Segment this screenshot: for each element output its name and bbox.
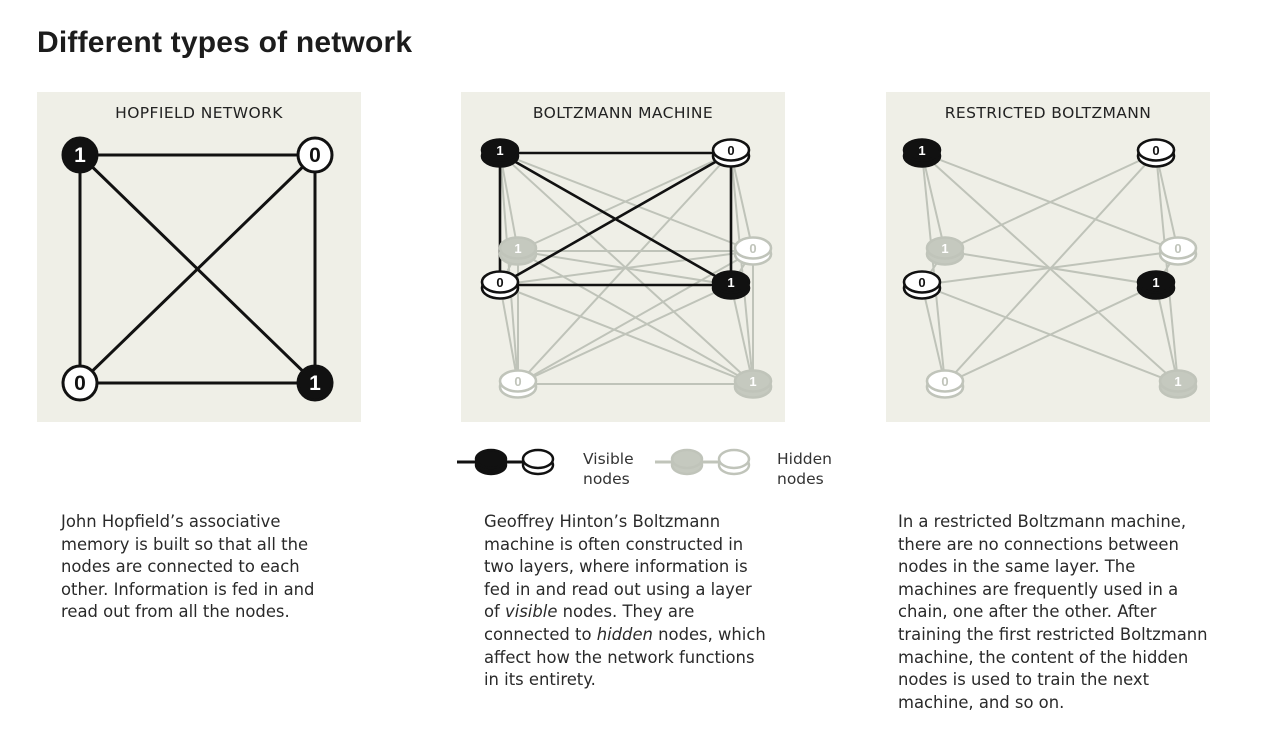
hopfield-panel-title: HOPFIELD NETWORK bbox=[115, 104, 283, 122]
restricted-hidden-node: 1 bbox=[1158, 369, 1198, 399]
svg-text:0: 0 bbox=[1174, 241, 1181, 256]
restricted-hidden-node: 1 bbox=[925, 236, 965, 266]
hopfield-node-tr: 0 bbox=[296, 136, 334, 174]
boltzmann-visible-nodes: 1 0 0 1 bbox=[480, 138, 751, 300]
legend-visible-symbol bbox=[457, 448, 555, 476]
svg-text:1: 1 bbox=[514, 241, 521, 256]
svg-text:1: 1 bbox=[309, 372, 321, 395]
boltzmann-visible-node: 1 bbox=[480, 138, 520, 168]
legend-graphic bbox=[457, 448, 751, 476]
hopfield-diagram: 1 0 0 1 bbox=[61, 136, 334, 402]
restricted-visible-nodes: 1 0 0 1 bbox=[902, 138, 1176, 300]
restricted-hidden-node: 0 bbox=[925, 369, 965, 399]
svg-text:0: 0 bbox=[941, 374, 948, 389]
svg-text:0: 0 bbox=[727, 143, 734, 158]
boltzmann-visible-node: 0 bbox=[711, 138, 751, 168]
svg-text:0: 0 bbox=[496, 275, 503, 290]
boltzmann-hidden-node: 0 bbox=[733, 236, 773, 266]
boltzmann-hidden-node: 0 bbox=[498, 369, 538, 399]
hopfield-node-tl: 1 bbox=[61, 136, 99, 174]
restricted-hidden-nodes: 1 0 0 1 bbox=[925, 236, 1198, 399]
restricted-description: In a restricted Boltzmann machine, there… bbox=[898, 512, 1208, 712]
legend-hidden-label: Hidden nodes bbox=[777, 450, 832, 488]
boltzmann-description: Geoffrey Hinton’s Boltzmann machine is o… bbox=[484, 512, 766, 690]
svg-text:1: 1 bbox=[941, 241, 948, 256]
hopfield-description: John Hopfield’s associative memory is bu… bbox=[61, 512, 315, 622]
hopfield-node-br: 1 bbox=[296, 364, 334, 402]
restricted-diagram: 1 0 0 1 1 0 0 1 bbox=[902, 138, 1198, 399]
svg-text:1: 1 bbox=[727, 275, 734, 290]
restricted-panel-title: RESTRICTED BOLTZMANN bbox=[944, 104, 1152, 122]
restricted-visible-node: 0 bbox=[1136, 138, 1176, 168]
svg-text:1: 1 bbox=[918, 143, 925, 158]
svg-text:1: 1 bbox=[74, 144, 86, 167]
svg-text:1: 1 bbox=[496, 143, 503, 158]
svg-text:0: 0 bbox=[514, 374, 521, 389]
boltzmann-hidden-edges bbox=[499, 152, 754, 385]
restricted-visible-node: 1 bbox=[902, 138, 942, 168]
restricted-edges bbox=[921, 152, 1179, 385]
boltzmann-visible-node: 0 bbox=[480, 270, 520, 300]
boltzmann-diagram: 1 0 0 1 1 0 0 1 bbox=[480, 138, 773, 399]
hopfield-node-bl: 0 bbox=[61, 364, 99, 402]
svg-text:0: 0 bbox=[309, 144, 321, 167]
svg-text:0: 0 bbox=[1152, 143, 1159, 158]
svg-text:1: 1 bbox=[1174, 374, 1181, 389]
boltzmann-visible-node: 1 bbox=[711, 270, 751, 300]
legend-visible-label: Visible nodes bbox=[583, 450, 634, 488]
boltzmann-hidden-nodes: 1 0 0 1 bbox=[498, 236, 773, 399]
svg-text:0: 0 bbox=[918, 275, 925, 290]
page-title: Different types of network bbox=[37, 26, 413, 59]
hopfield-edges bbox=[78, 153, 317, 385]
legend-hidden-symbol bbox=[655, 448, 751, 476]
boltzmann-hidden-node: 1 bbox=[498, 236, 538, 266]
hopfield-panel: HOPFIELD NETWORK 1 0 0 1 bbox=[37, 92, 361, 422]
restricted-hidden-node: 0 bbox=[1158, 236, 1198, 266]
boltzmann-panel-title: BOLTZMANN MACHINE bbox=[532, 104, 714, 122]
restricted-panel: RESTRICTED BOLTZMANN 1 0 0 1 1 0 0 1 bbox=[886, 92, 1210, 422]
restricted-visible-node: 1 bbox=[1136, 270, 1176, 300]
svg-text:0: 0 bbox=[749, 241, 756, 256]
boltzmann-visible-edges bbox=[498, 151, 733, 287]
svg-text:0: 0 bbox=[74, 372, 86, 395]
restricted-visible-node: 0 bbox=[902, 270, 942, 300]
svg-text:1: 1 bbox=[1152, 275, 1159, 290]
boltzmann-panel: BOLTZMANN MACHINE 1 0 0 1 1 0 0 1 bbox=[461, 92, 785, 422]
svg-text:1: 1 bbox=[749, 374, 756, 389]
boltzmann-hidden-node: 1 bbox=[733, 369, 773, 399]
